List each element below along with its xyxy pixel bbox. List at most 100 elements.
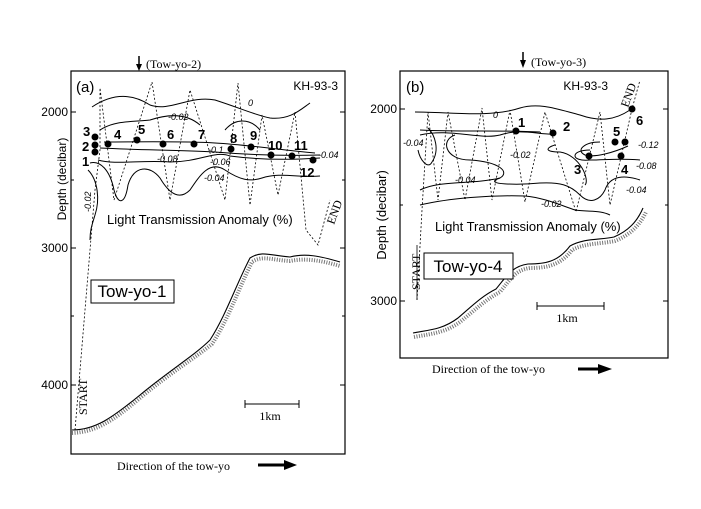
towyo-track	[416, 79, 641, 301]
contour-label: -0.02	[168, 112, 189, 122]
y-tick-label: 2000	[370, 102, 397, 116]
contour-label: -0.12	[638, 140, 659, 150]
contour-line	[580, 141, 629, 157]
contour-line	[574, 149, 641, 161]
contour-line	[91, 96, 311, 119]
contour-line	[89, 161, 321, 202]
seafloor-shading	[413, 211, 648, 339]
station-number: 1	[82, 154, 89, 169]
arrow-down-icon	[136, 56, 142, 71]
scale-label: 1km	[259, 409, 281, 423]
station-dot	[611, 138, 619, 146]
station-dot	[549, 129, 557, 137]
station-dot	[628, 105, 636, 113]
seafloor-shading	[71, 256, 341, 435]
station-dots	[512, 105, 636, 160]
panel-a-y-ticks	[71, 111, 345, 386]
station-dot	[247, 143, 255, 151]
panel-b-frame	[399, 70, 669, 359]
contour-line	[417, 127, 437, 166]
towyo-label: Tow-yo-1	[98, 282, 167, 301]
contour-line	[99, 147, 321, 156]
panel-label: (a)	[76, 79, 94, 96]
station-dot	[512, 127, 520, 135]
contour-label: -0.04	[403, 138, 424, 148]
contour-line	[224, 120, 261, 131]
towyo-marker: (Tow-yo-2)	[146, 57, 201, 71]
start-label: START	[76, 378, 90, 415]
contour-label: -0.02	[541, 199, 562, 209]
contour-label: -0.08	[157, 154, 178, 164]
station-dot	[159, 140, 167, 148]
station-dot	[288, 152, 296, 160]
contour-label: -0.1	[208, 145, 224, 155]
station-dots	[91, 133, 317, 164]
station-dot	[227, 145, 235, 153]
station-dot	[585, 152, 593, 160]
station-number: 11	[294, 138, 308, 153]
station-dot	[190, 140, 198, 148]
station-dot	[91, 148, 99, 156]
contour-line	[419, 195, 611, 216]
station-dot	[104, 140, 112, 148]
cruise-label: KH-93-3	[563, 79, 608, 93]
contour-line	[414, 105, 631, 120]
y-tick-label: 3000	[41, 241, 68, 255]
contour-line	[87, 169, 99, 241]
station-dot	[617, 152, 625, 160]
contour-label: -0.04	[318, 150, 339, 160]
station-number: 8	[230, 131, 237, 146]
arrow-right-icon	[258, 460, 297, 470]
contour-title: Light Transmission Anomaly (%)	[107, 212, 293, 227]
contour-line	[446, 134, 641, 201]
contour-line	[99, 115, 201, 131]
station-number: 1	[518, 115, 525, 130]
cruise-label: KH-93-3	[293, 79, 338, 93]
station-number: 2	[82, 139, 89, 154]
station-dot	[267, 151, 275, 159]
y-tick-label: 4000	[41, 378, 68, 392]
panel-b-y-ticks	[400, 108, 668, 302]
panel-a: 2000 3000 4000 Depth (decibar) (a) KH-93…	[41, 56, 346, 473]
contour-label: -0.08	[636, 161, 657, 171]
scale-bar	[536, 302, 605, 310]
contour-line	[419, 144, 587, 191]
scale-label: 1km	[556, 311, 578, 325]
panel-b: 2000 3000 Depth (decibar) (b) KH-93-3 (T…	[370, 52, 669, 376]
station-dot	[309, 156, 317, 164]
end-label: END	[324, 198, 346, 226]
station-number: 4	[621, 162, 629, 177]
station-number: 5	[138, 122, 145, 137]
y-tick-label: 2000	[41, 105, 68, 119]
seafloor-profile	[412, 207, 644, 334]
contour-title: Light Transmission Anomaly (%)	[435, 219, 621, 234]
contour-label: -0.06	[210, 157, 231, 167]
contour-line	[97, 153, 321, 163]
contour-label: -0.04	[204, 173, 225, 183]
station-number: 4	[114, 127, 122, 142]
contour-label: -0.04	[455, 175, 476, 185]
panel-label: (b)	[406, 79, 424, 96]
y-axis-label: Depth (decibar)	[374, 170, 389, 260]
x-axis-label: Direction of the tow-yo	[432, 362, 545, 376]
seafloor-profile	[71, 253, 341, 431]
station-dot	[91, 133, 99, 141]
towyo-marker: (Tow-yo-3)	[531, 55, 586, 69]
y-axis-label: Depth (decibar)	[55, 138, 69, 221]
station-number: 12	[300, 165, 314, 180]
arrow-right-icon	[578, 364, 612, 374]
towyo-label-box	[423, 252, 514, 280]
contour-line	[419, 129, 556, 137]
contour-label: -0.02	[83, 191, 93, 212]
start-label: START	[409, 253, 423, 290]
station-number: 5	[613, 124, 620, 139]
x-axis-label: Direction of the tow-yo	[117, 459, 230, 473]
scale-bar	[244, 400, 300, 408]
arrow-down-icon	[520, 52, 526, 68]
panel-a-frame	[70, 70, 346, 455]
station-number: 3	[574, 162, 581, 177]
station-dot	[91, 141, 99, 149]
station-number: 7	[198, 127, 205, 142]
contour-label: 0	[493, 110, 498, 120]
